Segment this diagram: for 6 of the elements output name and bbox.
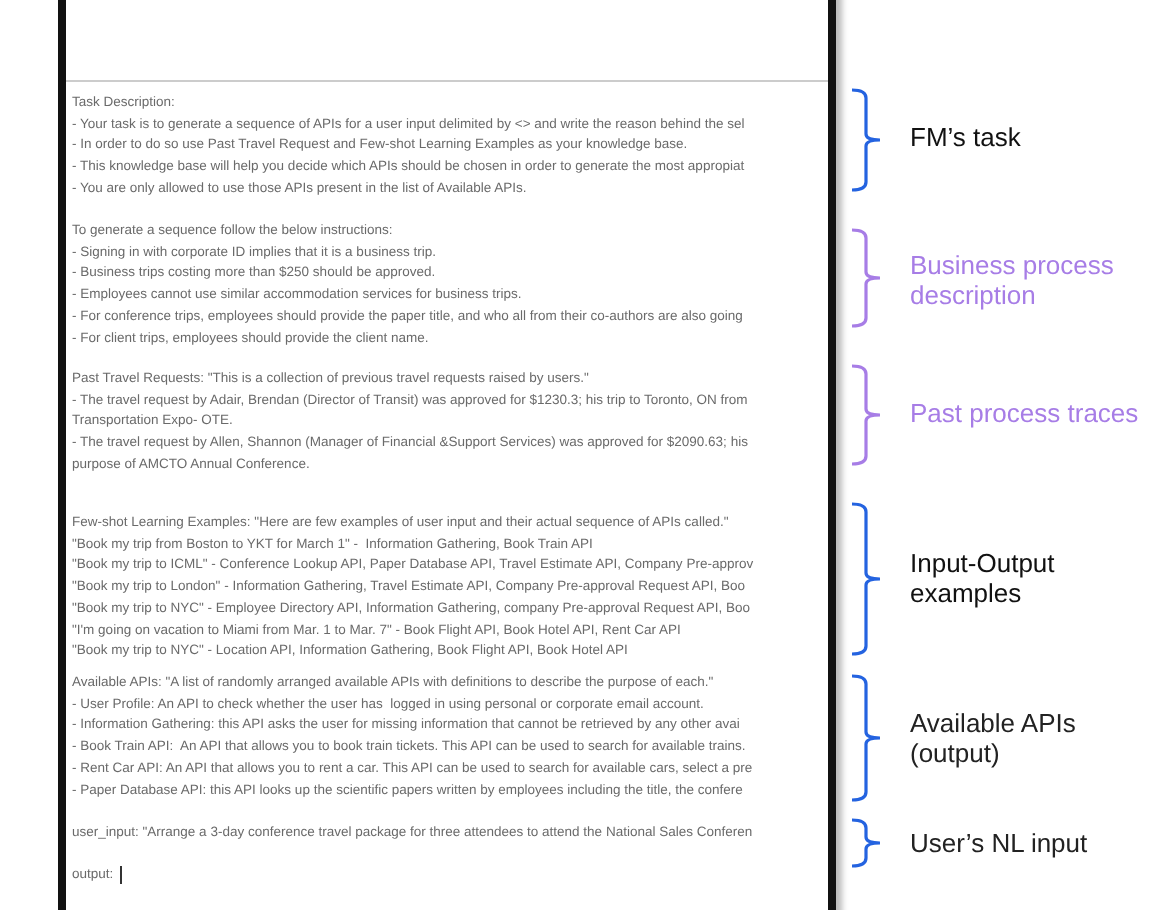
annotation-label: Business process description	[910, 250, 1116, 310]
annotation-label: Past process traces	[910, 398, 1141, 428]
annotation-label: User’s NL input	[910, 828, 1090, 858]
annotation-label: Available APIs (output)	[910, 708, 1078, 768]
annotation-label: Input-Output examples	[910, 548, 1057, 608]
annotation-label: FM’s task	[910, 122, 1023, 152]
